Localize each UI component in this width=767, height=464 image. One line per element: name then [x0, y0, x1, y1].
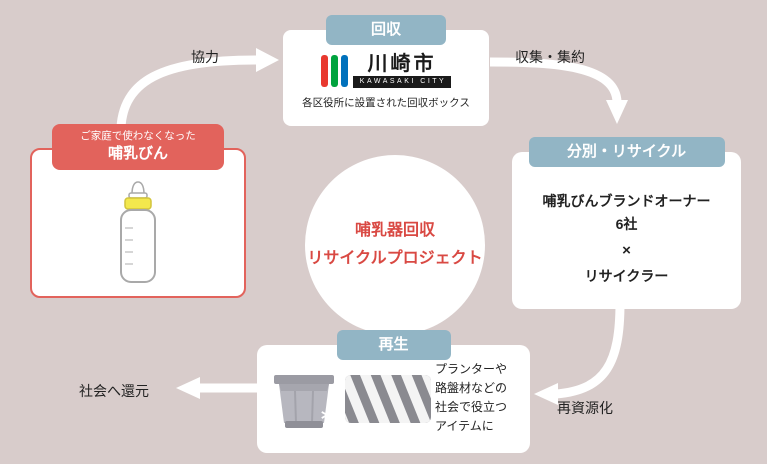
project-title: 哺乳器回収 リサイクルプロジェクト: [307, 217, 482, 273]
arrowhead-down: [606, 100, 628, 124]
project-title-circle: 哺乳器回収 リサイクルプロジェクト: [305, 155, 485, 335]
planter-image: [274, 375, 334, 428]
regen-tab: 再生: [336, 330, 451, 360]
arrow-label-re-resource: 再資源化: [557, 400, 613, 416]
arrow-label-return-society: 社会へ還元: [79, 383, 149, 399]
regen-caption-line: 路盤材などの: [435, 381, 508, 395]
arrowhead-left-curve: [534, 383, 558, 405]
home-box: ご家庭で使わなくなった 哺乳びん: [30, 124, 246, 298]
recycle-description: 哺乳びんブランドオーナー 6社 × リサイクラー: [512, 152, 741, 288]
regen-caption-line: プランターや: [435, 362, 508, 376]
kawasaki-logo-bars-icon: [320, 54, 348, 87]
kawasaki-city-logo: 川崎市 KAWASAKI CITY: [283, 54, 489, 88]
road-crosswalk-image: [345, 375, 431, 423]
home-label: ご家庭で使わなくなった 哺乳びん: [52, 124, 224, 170]
logo-bar-red: [320, 55, 328, 87]
logo-bar-green: [330, 55, 338, 87]
recycle-tab: 分別・リサイクル: [528, 137, 725, 167]
arrow-collection-to-recycle: [489, 57, 622, 103]
recycle-line-companies: 6社: [615, 216, 638, 232]
recycle-line-recycler: リサイクラー: [584, 268, 669, 284]
arrowhead-left: [176, 377, 200, 399]
arrow-label-cooperation: 協力: [191, 49, 219, 65]
collection-tab: 回収: [326, 15, 446, 45]
project-title-line1: 哺乳器回収: [354, 222, 435, 239]
recycle-line-brand-owner: 哺乳びんブランドオーナー: [542, 193, 711, 209]
kawasaki-city-name-en: KAWASAKI CITY: [352, 76, 452, 88]
collection-box: 回収 川崎市 KAWASAKI CITY 各区役所に設置された回収ボックス: [283, 15, 489, 126]
recycle-box: 分別・リサイクル 哺乳びんブランドオーナー 6社 × リサイクラー: [512, 137, 741, 309]
sparkle-icon: [261, 364, 274, 379]
home-label-line1: ご家庭で使わなくなった: [80, 130, 196, 142]
project-title-line2: リサイクルプロジェクト: [307, 250, 483, 267]
collection-caption: 各区役所に設置された回収ボックス: [302, 97, 470, 109]
sparkle-icon: [321, 408, 333, 422]
arrow-recycle-to-regen: [555, 302, 625, 399]
arrow-home-to-collection: [116, 55, 259, 141]
regen-caption-line: アイテムに: [435, 419, 494, 433]
kawasaki-city-name: 川崎市: [367, 53, 437, 75]
regen-caption-line: 社会で役立つ: [435, 400, 508, 414]
kawasaki-logo-text: 川崎市 KAWASAKI CITY: [352, 53, 452, 88]
home-label-line2: 哺乳びん: [107, 145, 168, 162]
baby-bottle-icon: [120, 181, 156, 283]
regen-box: 再生: [257, 330, 530, 453]
times-mark: ×: [622, 242, 631, 259]
logo-bar-blue: [340, 55, 348, 87]
regen-caption: プランターや 路盤材などの 社会で役立つ アイテムに: [435, 360, 529, 436]
arrow-label-collect-aggregate: 収集・集約: [515, 49, 585, 65]
arrowhead-right: [256, 48, 279, 72]
